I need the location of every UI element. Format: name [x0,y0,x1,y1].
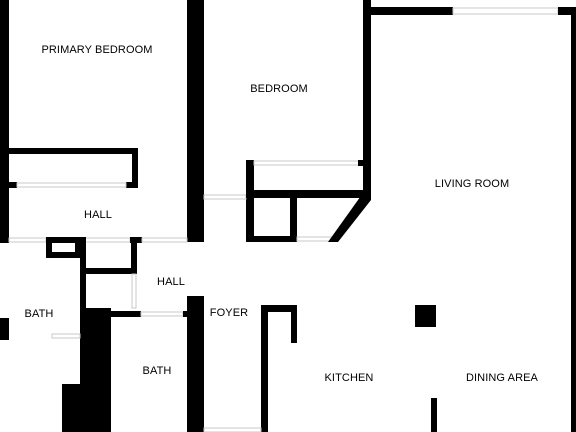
wall-closet-right [132,148,138,188]
label-foyer: FOYER [210,307,248,319]
wall-linen-right [75,237,81,258]
door-closet-hall [79,237,131,243]
label-kitchen: KITCHEN [325,372,374,384]
label-bath-center: BATH [143,365,172,377]
label-hall-upper: HALL [84,209,112,221]
wall-bedroom-closet-top-left [246,160,254,166]
wall-left-exterior-lower [0,318,9,340]
wall-bedroom-east [363,0,371,200]
door-bath-center [140,311,184,317]
door-hall-lower [141,237,188,243]
wall-bath-left-tub [62,384,80,432]
wall-kitchen-top [261,305,297,312]
wall-bath-center-east [187,296,204,432]
door-bedroom [203,194,247,200]
wall-primary-bedroom-east [187,0,204,242]
wall-bath-center-top-left [111,311,141,317]
wall-linen-bottom [46,252,80,258]
window-living-top [452,7,559,15]
wall-kitchen-left [261,305,268,432]
wall-diagonal [328,193,371,242]
door-bath-left [8,237,47,243]
wall-hall-bottom-left [0,237,9,243]
wall-living-top-right [558,7,576,15]
label-bath-left: BATH [25,308,54,320]
wall-living-top [363,7,453,15]
wall-bath-center-top-right [183,311,188,317]
wall-bedroom-closet-bottom [246,190,366,198]
wall-left-exterior [0,0,9,240]
label-dining-area: DINING AREA [466,372,539,384]
wall-bedroom-closet-top-right [358,160,366,166]
wall-hall-bottom-mid [46,237,80,243]
entry-door [203,427,262,432]
wall-hall-closet-mid [80,268,137,274]
wall-bedroom-closet-left [246,160,254,242]
label-living-room: LIVING ROOM [435,178,509,190]
closet-doors-bedroom [253,160,363,166]
label-bedroom: BEDROOM [250,83,308,95]
wall-dining-stub [431,398,437,432]
wall-kitchen-stub [291,305,297,343]
door-hall-closet [131,273,137,309]
wall-hall-bottom-right [130,237,142,243]
wall-right-exterior [571,7,576,432]
column [415,305,436,327]
label-primary-bedroom: PRIMARY BEDROOM [41,44,152,56]
wall-hall-closet-left [80,237,86,319]
wall-closet-front-right [126,182,138,188]
wall-bedroom-bottom [246,236,297,242]
wall-linen-left [46,237,52,258]
wall-closet-top [9,148,138,154]
label-hall-lower: HALL [157,276,185,288]
wall-closet-front-left [9,182,17,188]
wall-bath-left-east [80,308,111,432]
wall-hall-closet-right [131,243,137,274]
closet-doors-primary [16,182,127,188]
wall-bedroom-closet-sub [290,190,297,242]
shower-rail [51,333,81,339]
door-bedroom-closet [296,236,334,242]
